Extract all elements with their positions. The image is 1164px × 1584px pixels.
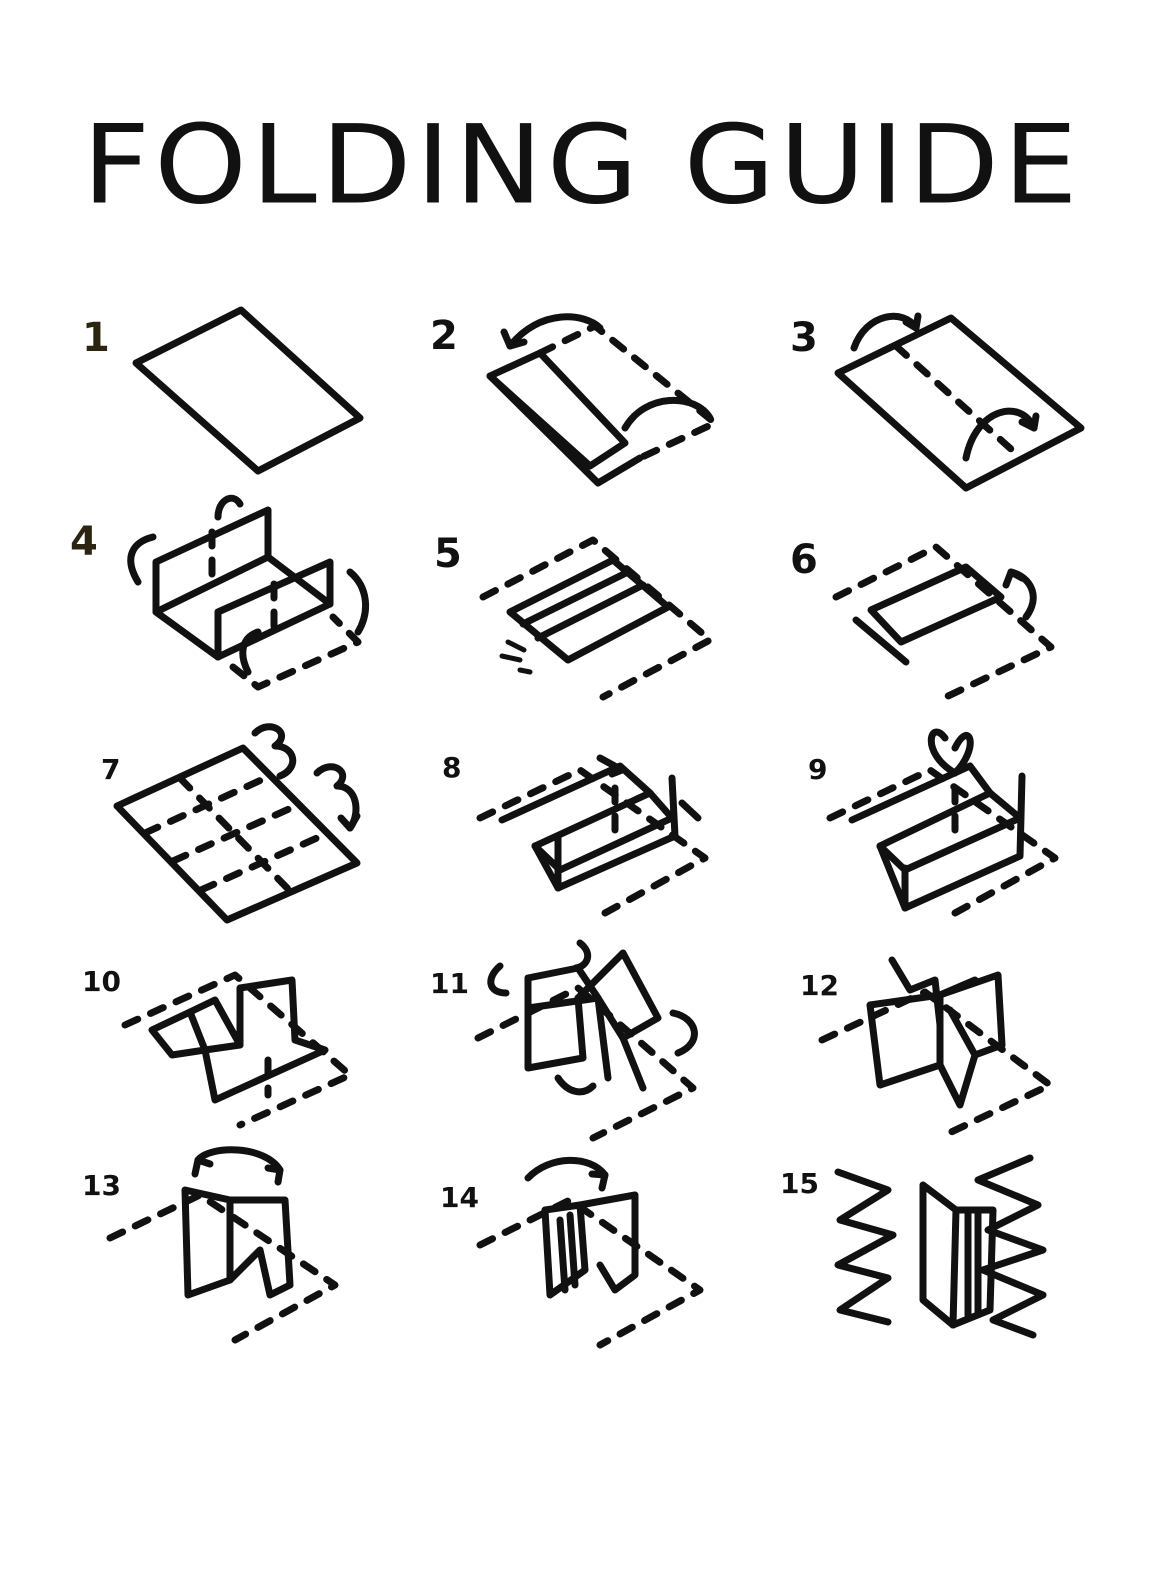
step-7: 7 bbox=[95, 718, 465, 928]
step-number: 4 bbox=[70, 519, 98, 565]
step-number: 8 bbox=[442, 751, 462, 784]
booklet-forming-illustration bbox=[818, 956, 1054, 1139]
flat-sheet-illustration bbox=[132, 306, 364, 475]
step-number: 12 bbox=[800, 969, 839, 1002]
step-13: 13 bbox=[80, 1146, 450, 1360]
step-14: 14 bbox=[440, 1150, 810, 1360]
step-number: 13 bbox=[82, 1169, 121, 1202]
step-6: 6 bbox=[786, 492, 1156, 702]
star-shape-illustration bbox=[121, 971, 354, 1129]
step-5: 5 bbox=[428, 492, 798, 702]
step-number: 3 bbox=[790, 315, 818, 361]
closing-booklet-illustration bbox=[476, 1156, 704, 1349]
finished-booklet-illustration bbox=[834, 1154, 1047, 1339]
step-number: 15 bbox=[780, 1167, 819, 1200]
step-number: 7 bbox=[101, 753, 121, 786]
step-15: 15 bbox=[778, 1150, 1148, 1360]
step-11: 11 bbox=[428, 938, 798, 1148]
step-10: 10 bbox=[80, 950, 450, 1160]
fold-pages-illustration bbox=[474, 939, 698, 1142]
step-number: 14 bbox=[440, 1181, 479, 1214]
step-number: 10 bbox=[82, 965, 121, 998]
step-number: 6 bbox=[790, 537, 818, 583]
step-4: 4 bbox=[68, 492, 438, 702]
page-title: FOLDING GUIDE bbox=[82, 101, 1082, 229]
unfold-and-crease-illustration bbox=[834, 312, 1085, 492]
step-number: 5 bbox=[434, 531, 462, 577]
cut-slit-fold-illustration bbox=[476, 754, 709, 917]
folded-strip-illustration bbox=[479, 536, 714, 701]
step-number: 9 bbox=[808, 753, 828, 786]
step-12: 12 bbox=[800, 950, 1164, 1160]
fold-in-half-illustration bbox=[486, 313, 719, 487]
step-number: 11 bbox=[430, 967, 469, 1000]
step-number: 1 bbox=[82, 315, 110, 361]
step-9: 9 bbox=[790, 718, 1160, 928]
step-1: 1 bbox=[78, 298, 448, 508]
unfolded-grid-illustration bbox=[113, 723, 361, 924]
step-2: 2 bbox=[430, 298, 800, 508]
folded-rectangle-illustration bbox=[832, 543, 1055, 701]
step-number: 2 bbox=[430, 313, 458, 359]
open-booklet-illustration bbox=[106, 1146, 339, 1344]
step-8: 8 bbox=[440, 718, 810, 928]
accordion-fold-illustration bbox=[127, 494, 370, 691]
step-3: 3 bbox=[786, 298, 1156, 508]
push-together-illustration bbox=[826, 728, 1059, 917]
